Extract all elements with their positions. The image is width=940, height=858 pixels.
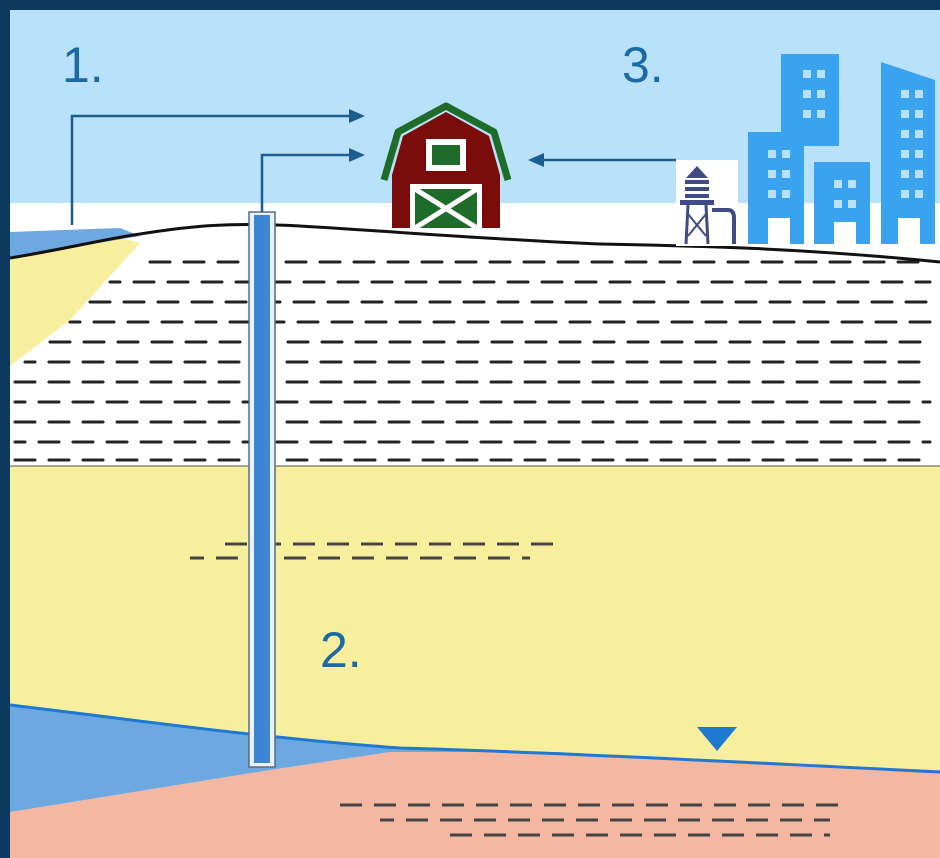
label-source-1: 1. <box>62 37 104 93</box>
arrow-source-2 <box>260 153 355 212</box>
city-buildings-icon <box>748 54 935 244</box>
well-casing <box>254 215 270 763</box>
arrow-source-1 <box>70 114 355 225</box>
arrowhead-3 <box>528 153 544 167</box>
arrowhead-1 <box>349 109 365 123</box>
water-table-triangle-icon <box>697 727 737 751</box>
label-source-2: 2. <box>320 622 362 678</box>
arrowhead-2 <box>349 148 365 162</box>
water-tower-icon <box>676 160 738 246</box>
saturated-zone <box>10 705 940 812</box>
clay-lens-dashes <box>190 542 565 560</box>
sand-outcrop-wedge <box>10 238 140 366</box>
water-table-line <box>9 703 940 774</box>
label-source-3: 3. <box>622 37 664 93</box>
bedrock-dashes <box>340 803 840 837</box>
bedrock-layer <box>10 752 940 858</box>
flow-arrows <box>70 114 676 225</box>
clay-layer <box>10 226 940 466</box>
ground-surface-line <box>9 222 940 264</box>
barn-icon <box>380 102 512 231</box>
clay-dash-pattern <box>13 260 932 462</box>
surface-water <box>10 228 140 258</box>
sand-aquifer <box>10 466 940 770</box>
